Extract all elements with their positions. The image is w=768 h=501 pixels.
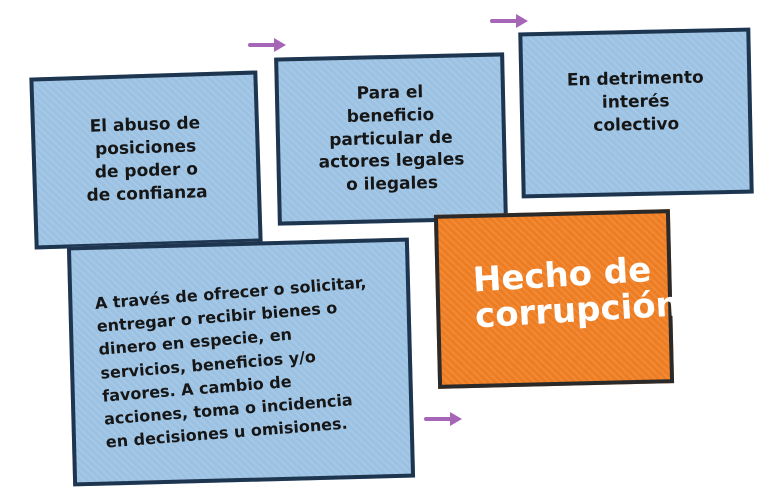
box-detrimento-interes-colectivo-text: En detrimento interés colectivo (566, 67, 704, 136)
box-detrimento-interes-colectivo: En detrimento interés colectivo (518, 27, 754, 199)
box-a-traves-de-text: A través de ofrecer o solicitar, entrega… (94, 272, 367, 452)
arrow-right-icon (248, 38, 286, 52)
box-beneficio-particular: Para el beneficio particular de actores … (274, 52, 508, 226)
arrow-right-icon (424, 412, 462, 426)
box-beneficio-particular-text: Para el beneficio particular de actores … (318, 81, 465, 196)
box-a-traves-de: A través de ofrecer o solicitar, entrega… (66, 237, 416, 487)
box-abuso-de-poder: El abuso de posiciones de poder o de con… (29, 70, 263, 250)
arrow-right-icon (490, 14, 528, 28)
box-hecho-de-corrupcion: Hecho de corrupción (433, 209, 681, 389)
box-abuso-de-poder-text: El abuso de posiciones de poder o de con… (86, 113, 208, 206)
box-hecho-de-corrupcion-text: Hecho de corrupción (471, 250, 681, 337)
